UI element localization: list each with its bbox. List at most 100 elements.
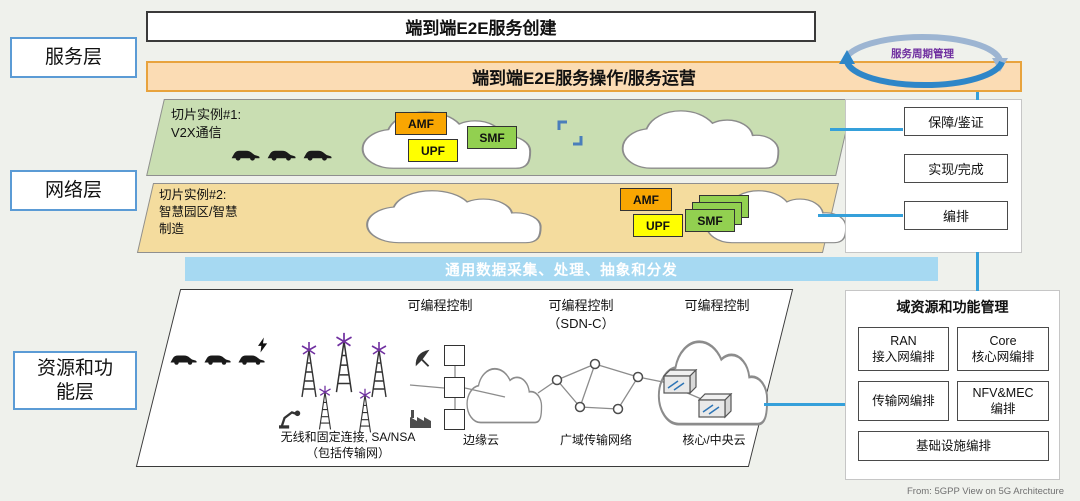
slice2-amf-box: AMF — [620, 188, 672, 211]
slice-2-title: 切片实例#2: 智慧园区/智慧 制造 — [159, 187, 237, 238]
car-icon — [229, 148, 261, 162]
slice1-upf-label: UPF — [421, 143, 445, 158]
network-management-panel: 保障/鉴证 实现/完成 编排 — [845, 99, 1022, 253]
satellite-dish-icon — [413, 347, 435, 369]
resource-layer-text-2: 能层 — [55, 381, 94, 403]
transport-orchestration-box: 传输网编排 — [858, 381, 949, 421]
cell-tower-icon — [330, 331, 358, 395]
programmable-control-1-text: 可编程控制 — [407, 298, 473, 313]
wan-label: 广域传输网络 — [538, 433, 654, 449]
slice-2-title-line2: 智慧园区/智慧 — [159, 204, 238, 219]
assurance-box: 保障/鉴证 — [904, 107, 1008, 136]
slice-1-title: 切片实例#1: V2X通信 — [171, 106, 241, 141]
edge-cloud-label: 边缘云 — [438, 433, 524, 449]
lifecycle-arrows-icon — [825, 20, 1020, 94]
network-layer-text: 网络层 — [44, 179, 102, 201]
e2e-service-operation-text: 端到端E2E服务操作/服务运营 — [472, 69, 696, 88]
edge-node-box — [444, 409, 465, 430]
router-icon — [698, 393, 734, 419]
edge-cloud-icon — [461, 367, 549, 427]
slice-1-title-line1: 切片实例#1: — [171, 107, 242, 122]
slice1-smf-label: SMF — [479, 130, 505, 145]
edge-cloud-text: 边缘云 — [462, 433, 499, 447]
programmable-control-2-line2: （SDN-C） — [547, 315, 615, 331]
cell-tower-icon — [296, 341, 322, 399]
frame-brackets-icon — [557, 120, 583, 146]
orchestration-box: 编排 — [904, 201, 1008, 230]
source-caption-text: From: 5GPP View on 5G Architecture — [907, 486, 1064, 497]
assurance-label: 保障/鉴证 — [928, 115, 984, 130]
factory-icon — [408, 409, 434, 429]
connector-resource-domain — [764, 403, 845, 406]
slice2-smf-label: SMF — [697, 213, 723, 228]
edge-node-box — [444, 377, 465, 398]
programmable-control-3-text: 可编程控制 — [684, 298, 750, 313]
resource-function-layer: 可编程控制 可编程控制 （SDN-C） 可编程控制 无线和固定连接, SA/NS… — [135, 289, 794, 467]
nfv-mec-orchestration-box: NFV&MEC 编排 — [957, 381, 1049, 421]
nfv-line1: NFV&MEC — [972, 385, 1034, 400]
e2e-service-creation-text: 端到端E2E服务创建 — [405, 19, 557, 38]
slice-instance-1: 切片实例#1: V2X通信 AMF UPF SMF — [146, 99, 854, 176]
service-layer-label: 服务层 — [10, 37, 137, 78]
fulfillment-label: 实现/完成 — [928, 162, 984, 177]
domain-panel-title: 域资源和功能管理 — [846, 297, 1059, 317]
network-layer-label: 网络层 — [10, 170, 137, 211]
car-icon — [301, 148, 333, 162]
access-network-line2: （包括传输网） — [305, 445, 390, 460]
ran-orchestration-box: RAN 接入网编排 — [858, 327, 949, 371]
domain-panel-title-text: 域资源和功能管理 — [896, 299, 1009, 315]
car-icon — [168, 353, 198, 366]
wan-network-icon — [158, 289, 771, 467]
core-orchestration-box: Core 核心网编排 — [957, 327, 1049, 371]
car-icon — [236, 353, 266, 366]
programmable-control-3: 可编程控制 — [670, 297, 764, 315]
core-cloud-text: 核心/中央云 — [682, 433, 746, 447]
car-icon — [265, 148, 297, 162]
slice2-amf-label: AMF — [633, 192, 659, 207]
slice-2-title-line3: 制造 — [159, 221, 185, 236]
slice-2-title-line1: 切片实例#2: — [159, 188, 227, 202]
robot-arm-icon — [278, 405, 304, 429]
fulfillment-box: 实现/完成 — [904, 154, 1008, 183]
slice2-upf-box: UPF — [633, 214, 683, 237]
resource-layer-label: 资源和功 能层 — [13, 351, 137, 410]
wan-text: 广域传输网络 — [559, 433, 632, 447]
common-data-bar: 通用数据采集、处理、抽象和分发 — [185, 257, 938, 281]
slice-1-title-line2: V2X通信 — [171, 124, 222, 140]
domain-management-panel: 域资源和功能管理 RAN 接入网编排 Core 核心网编排 传输网编排 NFV&… — [845, 290, 1060, 480]
nfv-line2: 编排 — [990, 402, 1016, 416]
connector-slice2-panel — [818, 214, 903, 217]
programmable-control-2: 可编程控制 （SDN-C） — [526, 297, 636, 332]
cloud-icon — [353, 189, 558, 247]
ran-line1: RAN — [890, 333, 917, 348]
router-icon — [663, 369, 699, 395]
resource-layer-text-1: 资源和功 — [36, 357, 113, 379]
connector-panel-domain — [976, 252, 979, 291]
cloud-icon — [610, 109, 794, 173]
lightning-icon — [258, 337, 268, 353]
common-data-bar-label: 通用数据采集、处理、抽象和分发 — [445, 262, 678, 279]
lifecycle-label: 服务周期管理 — [891, 48, 954, 60]
programmable-control-1: 可编程控制 — [393, 297, 487, 315]
ran-line2: 接入网编排 — [872, 350, 935, 364]
e2e-service-creation-box: 端到端E2E服务创建 — [146, 11, 816, 42]
infrastructure-label: 基础设施编排 — [915, 438, 991, 453]
slice1-upf-box: UPF — [408, 139, 458, 162]
cell-tower-icon — [354, 388, 376, 434]
connector-operation-panel — [976, 92, 979, 100]
service-lifecycle-group: 服务周期管理 — [825, 20, 1020, 94]
edge-node-box — [444, 345, 465, 366]
cell-tower-icon — [314, 385, 336, 431]
programmable-control-2-line1: 可编程控制 — [548, 298, 614, 313]
slice2-smf-box: SMF — [685, 209, 735, 232]
slice2-smf-stack: SMF — [685, 195, 751, 239]
core-cloud-label: 核心/中央云 — [650, 433, 778, 449]
connector-slice1-panel — [830, 128, 903, 131]
car-icon — [202, 353, 232, 366]
source-caption: From: 5GPP View on 5G Architecture — [907, 486, 1064, 497]
slice2-upf-label: UPF — [646, 218, 670, 233]
cell-tower-icon — [366, 341, 392, 399]
transport-label: 传输网编排 — [872, 393, 935, 408]
core-cloud-icon — [650, 339, 778, 431]
